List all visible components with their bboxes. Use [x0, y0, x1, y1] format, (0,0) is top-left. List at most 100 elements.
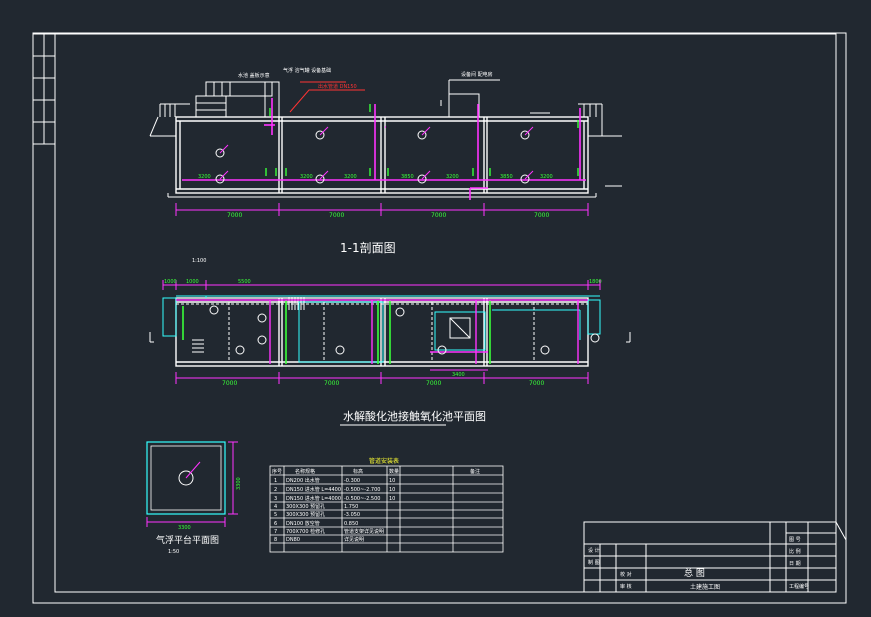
equipment-note: 设备间 配电房 — [461, 71, 493, 78]
right-ladder — [578, 103, 622, 137]
table-cell: 详见说明 — [344, 536, 364, 543]
plan-bottom-dim-0: 7000 — [222, 380, 237, 387]
tb-label-0: 设 计 — [588, 547, 600, 554]
tb-right-0: 图 号 — [789, 537, 801, 543]
tb-right-3: 工程编号 — [789, 583, 809, 590]
pipe-note: 出水管道 DN150 — [318, 83, 357, 90]
table-cell: 7 — [274, 529, 277, 535]
plan-bottom-dim-1: 7000 — [324, 380, 339, 387]
table-cell: -0.500~-2.700 — [344, 487, 380, 493]
plan-title: 水解酸化池接触氧化池平面图 — [343, 409, 486, 423]
table-cell: 700X700 检修孔 — [286, 528, 325, 535]
section-pipes — [182, 98, 586, 200]
table-cell: 管道支架详见说明 — [344, 528, 384, 535]
equipment-housing — [448, 93, 480, 118]
section-view: 7000 7000 7000 7000 3200 3200 3850 3200 … — [149, 67, 622, 264]
th-index: 序号 — [272, 468, 282, 475]
red-leader-line — [289, 89, 365, 113]
plan-dimension-lines — [162, 280, 601, 384]
section-dimension-line — [175, 203, 589, 216]
tb-label-2: 校 对 — [620, 571, 632, 578]
table-cell: 10 — [389, 487, 395, 493]
plan-top-dim-3: 1800 — [589, 279, 602, 285]
platform-outline — [146, 441, 226, 515]
plan-stairs — [192, 297, 305, 353]
tb-drawing-name: 总 图 — [684, 567, 705, 579]
table-cell: DN200 出水管 — [286, 477, 320, 484]
table-cell: DN80 — [286, 537, 300, 543]
platform-hole — [178, 470, 194, 486]
plan-view: 1000 1000 5500 1800 7000 7000 7000 7000 … — [149, 279, 631, 426]
table-cell: 6 — [274, 521, 277, 527]
platform-dim-right: 3300 — [236, 477, 242, 490]
platform-dim-bottom: 3300 — [178, 525, 191, 531]
table-cell: 5 — [274, 512, 277, 518]
pipe-table: 管道安装表 序号 名称规格 标高 数量 备注 1 DN200 出水管 -0.300 1… — [269, 457, 504, 553]
tb-label-1: 制 图 — [588, 559, 600, 566]
section-dim-3: 7000 — [534, 212, 549, 219]
section-tank-outline — [175, 116, 589, 194]
section-inner-dim-2: 3850 — [401, 174, 414, 180]
th-elevation: 标高 — [353, 468, 363, 475]
float-platform-view: 3300 3300 气浮平台平面图 1:50 — [146, 441, 242, 555]
plan-top-dim-1: 1000 — [186, 279, 199, 285]
plan-bottom-dim-3: 7000 — [529, 380, 544, 387]
platform-scale: 1:50 — [168, 549, 179, 555]
plan-aerators — [209, 305, 600, 355]
section-inner-dim-1: 3200 — [344, 174, 357, 180]
section-inner-dim-5: 3200 — [540, 174, 553, 180]
plan-pipes-green — [182, 300, 491, 364]
section-inner-dim-4: 3850 — [500, 174, 513, 180]
table-cell: 1 — [274, 478, 277, 484]
th-note: 备注 — [470, 468, 480, 475]
tb-label-3: 审 核 — [620, 583, 632, 590]
platform-title: 气浮平台平面图 — [156, 534, 219, 546]
section-dim-0: 7000 — [227, 212, 242, 219]
section-aerators — [215, 130, 530, 184]
table-cell: -0.500~-2.500 — [344, 496, 380, 502]
table-cell: 10 — [389, 478, 395, 484]
table-cell: 3 — [274, 496, 277, 502]
pipe-table-title: 管道安装表 — [369, 457, 399, 465]
plan-equipment-box — [449, 317, 471, 339]
table-cell: 8 — [274, 537, 277, 543]
table-cell: 0.850 — [344, 521, 358, 527]
table-cell: -0.300 — [344, 478, 360, 484]
section-markers — [149, 332, 631, 343]
table-cell: DN100 放空管 — [286, 520, 320, 527]
section-scale: 1:100 — [192, 258, 206, 264]
left-stair-structure — [149, 81, 280, 137]
section-inner-dim-3: 3200 — [446, 174, 459, 180]
plan-top-dim-0: 1000 — [164, 279, 177, 285]
section-dim-1: 7000 — [329, 212, 344, 219]
table-cell: 300X300 预留孔 — [286, 511, 325, 518]
tb-right-2: 日 期 — [789, 561, 801, 567]
title-block: 设 计 制 图 校 对 审 核 图 号 比 例 日 期 工程编号 总 图 土建施… — [583, 521, 847, 593]
plan-pipes-magenta — [176, 299, 588, 364]
table-cell: DN150 进水管 L=4400 — [286, 486, 341, 493]
th-name: 名称规格 — [295, 468, 315, 475]
plan-tank-outline — [175, 297, 589, 367]
vent-note: 气浮 溶气罐 设备基础 — [283, 67, 331, 74]
section-dim-2: 7000 — [431, 212, 446, 219]
section-inner-dim-6: 3200 — [198, 174, 211, 180]
table-cell: 10 — [389, 496, 395, 502]
table-cell: 2 — [274, 487, 277, 493]
table-cell: DN150 进水管 L=4000 — [286, 495, 341, 502]
plan-mid-dim: 3400 — [452, 372, 465, 378]
th-qty: 数量 — [389, 468, 399, 475]
section-inner-dim-0: 3200 — [300, 174, 313, 180]
table-cell: 1.750 — [344, 504, 358, 510]
plan-bottom-dim-2: 7000 — [426, 380, 441, 387]
table-cell: 300X300 预留孔 — [286, 503, 325, 510]
tb-right-1: 比 例 — [789, 548, 801, 555]
section-title: 1-1剖面图 — [340, 241, 396, 255]
upper-left-note: 水池 盖板示意 — [238, 72, 270, 79]
plan-walkway — [162, 295, 601, 363]
table-cell: -3.050 — [344, 512, 360, 518]
tb-project: 土建施工图 — [690, 583, 720, 591]
table-cell: 4 — [274, 504, 277, 510]
drawing-frame — [32, 32, 847, 604]
plan-top-dim-2: 5500 — [238, 279, 251, 285]
